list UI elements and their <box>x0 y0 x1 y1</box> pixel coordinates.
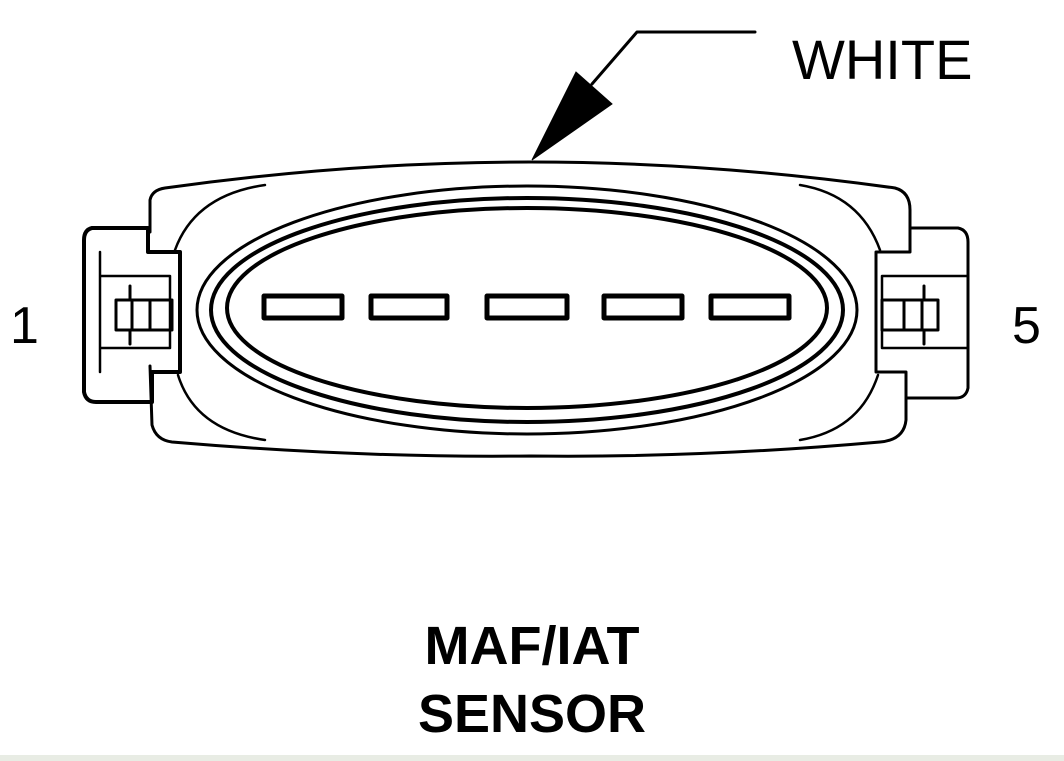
pin-terminals <box>261 293 792 321</box>
connector-housing <box>148 160 912 458</box>
pin-terminal <box>484 293 570 321</box>
leader-line <box>590 30 757 86</box>
title-line-1: MAF/IAT <box>424 616 640 676</box>
housing-inner-shoulders <box>173 183 882 442</box>
right-latch-clip <box>880 284 940 346</box>
right-latch <box>874 226 970 400</box>
diagram-title: MAF/IAT SENSOR <box>0 612 1064 748</box>
wire-color-label: WHITE <box>792 28 973 91</box>
title-line-2: SENSOR <box>417 684 647 745</box>
pin-1-label: 1 <box>10 297 39 355</box>
leader-arrowhead <box>531 71 613 161</box>
left-latch-inner <box>98 250 172 374</box>
pin-terminal <box>368 293 450 321</box>
pin-terminal <box>708 293 792 321</box>
left-latch <box>82 226 182 404</box>
pin-5-label: 5 <box>1012 297 1041 355</box>
socket-outer-ring <box>195 184 859 436</box>
pin-terminal <box>261 293 345 321</box>
socket-middle-ring <box>209 196 845 424</box>
left-latch-clip <box>114 284 174 346</box>
pin-terminal <box>601 293 685 321</box>
bottom-border-strip <box>0 755 1064 761</box>
socket-inner-ring <box>225 206 829 410</box>
